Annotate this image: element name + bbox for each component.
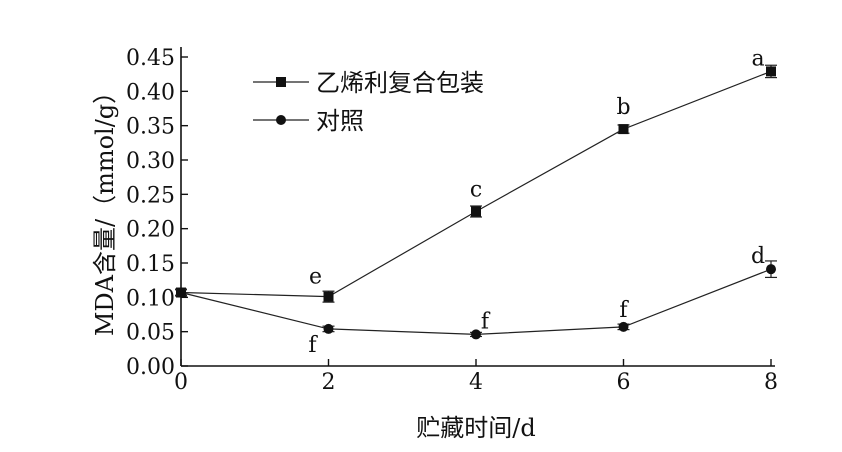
data-point-circle (471, 329, 481, 340)
x-tick-label: 6 (617, 370, 631, 395)
y-tick-label: 0.25 (126, 183, 175, 208)
data-point-square (766, 66, 776, 77)
series-layer: e c b a f f f d (175, 46, 777, 358)
legend-label: 对照 (316, 107, 364, 135)
x-tick-label: 0 (174, 370, 188, 395)
series-2: f f f d (175, 244, 777, 358)
significance-letter: c (470, 178, 482, 203)
data-point-circle (766, 264, 776, 275)
legend-item-2: 对照 (253, 107, 364, 135)
y-tick-label: 0.45 (126, 46, 175, 71)
significance-letter: e (309, 265, 322, 290)
y-tick-label: 0.20 (126, 218, 175, 243)
y-axis-title: MDA含量/（mmol/g） (91, 80, 119, 336)
significance-letter: f (308, 333, 318, 358)
y-tick-label: 0.05 (126, 321, 175, 346)
x-tick-label: 8 (764, 370, 778, 395)
legend-label: 乙烯利复合包装 (316, 69, 484, 97)
significance-letter: b (616, 95, 630, 120)
y-tick-label: 0.40 (126, 80, 175, 105)
x-axis-title: 贮藏时间/d (416, 414, 535, 442)
x-tick-label: 2 (322, 370, 336, 395)
y-tick-label: 0.10 (126, 286, 175, 311)
legend-marker-circle (276, 115, 286, 125)
y-tick-label: 0.15 (126, 252, 175, 277)
significance-letter: d (751, 244, 765, 269)
data-point-square (618, 124, 629, 135)
legend-item-1: 乙烯利复合包装 (253, 69, 484, 97)
data-point-square (323, 291, 334, 302)
data-point-circle (323, 323, 334, 334)
legend-marker-square (276, 77, 286, 87)
significance-letter: f (619, 298, 629, 323)
axes-layer: 0.00 0.05 0.10 0.15 0.20 0.25 0.30 0.35 0.40 0.45… (126, 46, 778, 395)
y-tick-label: 0.00 (126, 355, 175, 380)
data-point-circle (176, 287, 186, 298)
data-point-square (471, 206, 481, 217)
series-1: e c b a (175, 46, 777, 303)
y-tick-label: 0.35 (126, 115, 175, 140)
data-point-circle (618, 321, 629, 332)
x-tick-label: 4 (469, 370, 483, 395)
significance-letter: f (481, 309, 491, 334)
series-line (180, 268, 772, 336)
significance-letter: a (751, 46, 764, 71)
y-tick-label: 0.30 (126, 149, 175, 174)
